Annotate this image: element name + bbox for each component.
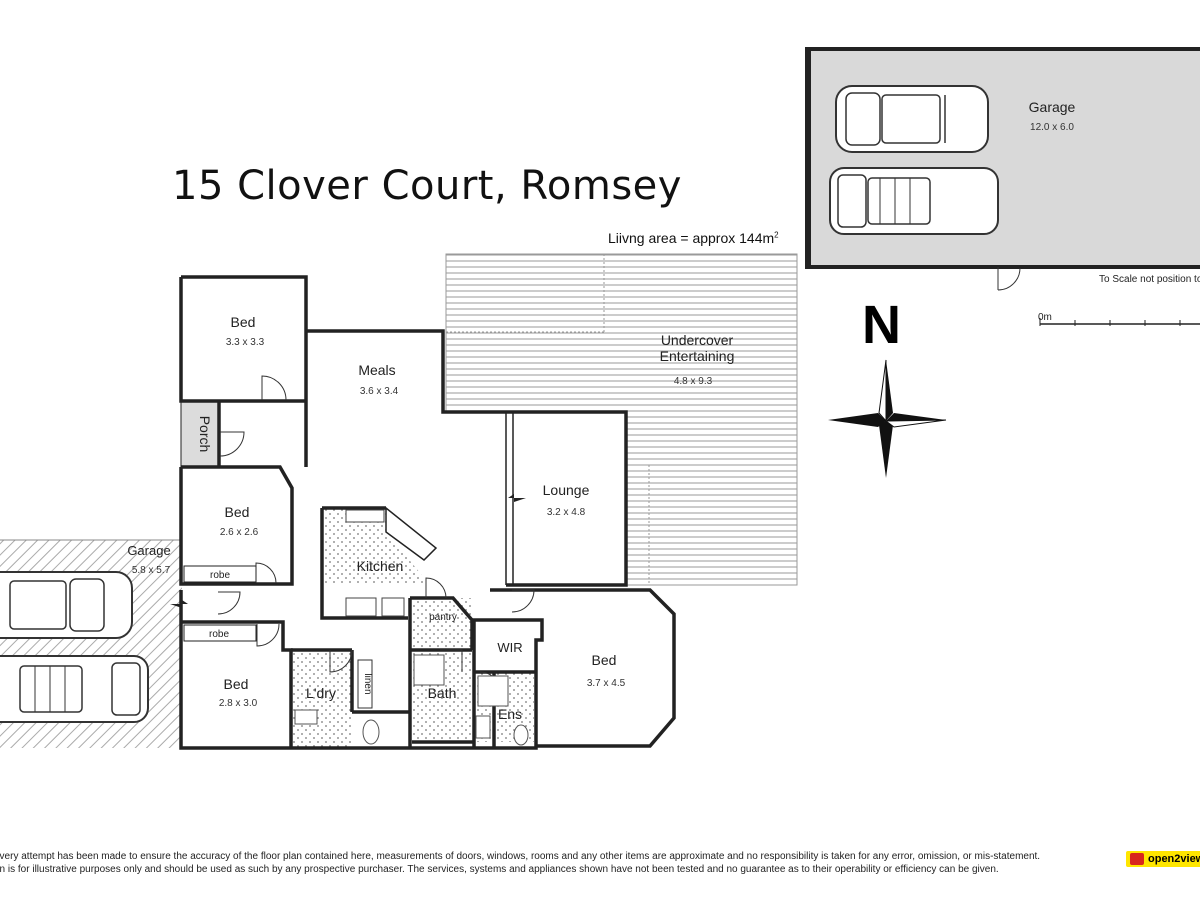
undercover-name-2: Entertaining [660,348,735,364]
scale-note: To Scale not position to [1099,274,1200,285]
laundry-name: L'dry [306,685,336,701]
north-label: N [862,295,901,355]
pantry-name: pantry [429,612,457,623]
compass-icon [828,359,947,478]
disclaimer-line-1: every attempt has been made to ensure th… [0,851,1041,862]
living-area-superscript: 2 [774,230,779,240]
garage-right-dims: 12.0 x 6.0 [1030,122,1074,133]
bed-main-name: Bed [592,652,617,668]
garage-left: Garage 5.8 x 5.7 [0,539,182,748]
scale-zero: 0m [1038,312,1052,323]
undercover-dims: 4.8 x 9.3 [674,376,713,387]
wir-name: WIR [497,640,522,655]
brand-name: open2view [1148,853,1200,865]
lounge-dims: 3.2 x 4.8 [547,507,586,518]
house-icon [1130,853,1144,865]
meals-dims: 3.6 x 3.4 [360,386,399,397]
undercover-deck: Undercover Entertaining 4.8 x 9.3 [445,253,798,586]
brand-logo: open2view [1126,851,1200,867]
bed1-name: Bed [231,314,256,330]
plan-title: 15 Clover Court, Romsey [172,163,682,209]
bed2-name: Bed [225,504,250,520]
scale-bar: 0m [1038,312,1200,326]
bath-name: Bath [428,685,457,701]
disclaimer: every attempt has been made to ensure th… [0,850,1114,876]
living-area-label: Liivng area = approx 144m2 [608,230,779,246]
living-area-text: Liivng area = approx 144m [608,230,775,246]
door-swings [217,375,535,693]
robe2-name: robe [209,629,229,640]
bed2-dims: 2.6 x 2.6 [220,527,259,538]
bed3-name: Bed [224,676,249,692]
garage-left-name: Garage [127,543,170,558]
garage-left-dims: 5.8 x 5.7 [132,565,171,576]
walls [179,275,676,750]
bed1-dims: 3.3 x 3.3 [226,337,265,348]
undercover-name-1: Undercover [661,332,734,348]
linen-name: linen [362,673,373,694]
ens-name: Ens [498,706,522,722]
garage-right: Garage 12.0 x 6.0 [805,47,1200,291]
car-icon [829,167,999,235]
kitchen-name: Kitchen [357,558,404,574]
car-icon [835,85,989,153]
car-icon [0,655,149,723]
garage-right-name: Garage [1029,99,1076,115]
bed3-dims: 2.8 x 3.0 [219,698,258,709]
disclaimer-line-2: an is for illustrative purposes only and… [0,864,999,875]
meals-name: Meals [358,362,395,378]
robe1-name: robe [210,570,230,581]
lounge-name: Lounge [543,482,590,498]
bed-main-dims: 3.7 x 4.5 [587,678,626,689]
porch-name: Porch [197,416,213,453]
car-icon [0,571,133,639]
